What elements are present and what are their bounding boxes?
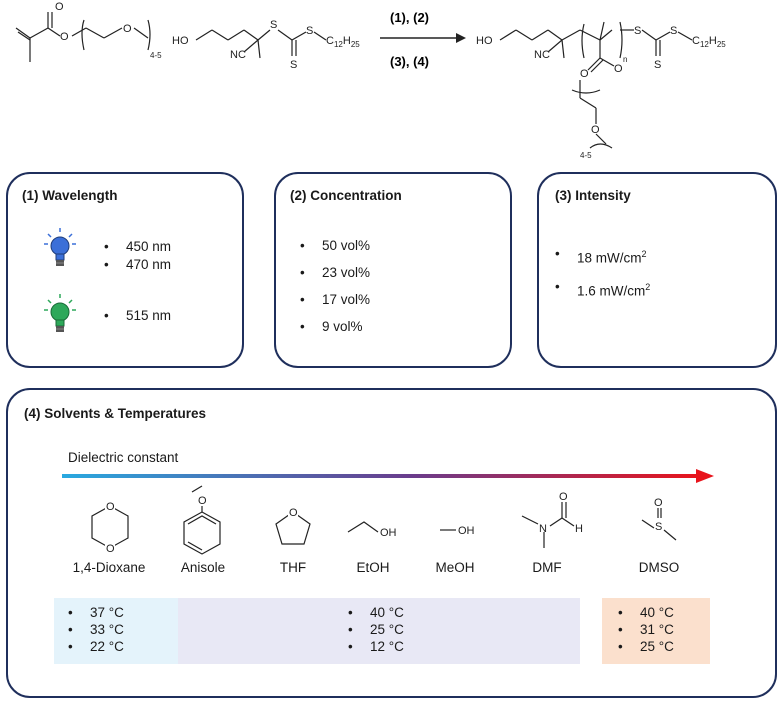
temp-item: 37 °C — [68, 604, 124, 621]
intensity-list: 18 mW/cm2 1.6 mW/cm2 — [555, 240, 650, 305]
thf-structure: O — [275, 506, 311, 545]
solvent-name-dioxane: 1,4-Dioxane — [72, 560, 146, 575]
conditions-top: (1), (2) — [390, 10, 429, 25]
green-bulb-icon — [44, 294, 76, 332]
temp-list-dmso: 40 °C 31 °C 25 °C — [618, 604, 674, 655]
temp-item: 25 °C — [618, 638, 674, 655]
concentration-title: (2) Concentration — [290, 188, 402, 203]
svg-text:O: O — [106, 501, 115, 513]
cta-chain: C12H25 — [326, 35, 360, 49]
temp-item: 22 °C — [68, 638, 124, 655]
solvents-title: (4) Solvents & Temperatures — [24, 406, 207, 421]
polymer-repeat: 4-5 — [580, 151, 592, 160]
dielectric-arrow — [62, 469, 714, 483]
solvent-name-ethanol: EtOH — [356, 560, 390, 575]
svg-text:S: S — [655, 521, 662, 533]
temp-item: 31 °C — [618, 621, 674, 638]
polymer-nc: NC — [534, 49, 550, 61]
polymer-o-ether: O — [591, 124, 600, 136]
temp-item: 40 °C — [348, 604, 404, 621]
concentration-box: (2) Concentration 50 vol% 23 vol% 17 vol… — [274, 172, 512, 368]
blue-bulb-icon — [44, 228, 76, 266]
intensity-title: (3) Intensity — [555, 188, 631, 203]
dmso-structure: O S — [641, 497, 677, 541]
concentration-list: 50 vol% 23 vol% 17 vol% 9 vol% — [300, 232, 370, 340]
blue-wavelength-list: 450 nm 470 nm — [104, 238, 171, 274]
cta-s3: S — [306, 25, 313, 37]
polymer-ho: HO — [476, 35, 493, 47]
green-wavelength-list: 515 nm — [104, 308, 171, 323]
svg-text:O: O — [106, 543, 115, 555]
concentration-item: 23 vol% — [300, 259, 370, 286]
intensity-item: 1.6 mW/cm2 — [555, 273, 650, 306]
temp-item: 33 °C — [68, 621, 124, 638]
solvent-name-dmf: DMF — [532, 560, 562, 575]
svg-text:O: O — [198, 495, 207, 507]
conditions-bottom: (3), (4) — [390, 54, 429, 69]
polymer-s3: S — [670, 25, 677, 37]
temp-item: 40 °C — [618, 604, 674, 621]
polymer-o-carbonyl: O — [580, 68, 589, 80]
polymer-chain: C12H25 — [692, 35, 726, 49]
svg-text:OH: OH — [380, 527, 397, 539]
svg-text:H: H — [575, 523, 583, 535]
polymer-n: n — [623, 55, 627, 64]
temp-item: 25 °C — [348, 621, 404, 638]
svg-text:O: O — [559, 491, 568, 503]
dielectric-label: Dielectric constant — [68, 450, 179, 465]
ethanol-structure: OH — [347, 521, 397, 539]
temp-list-dioxane: 37 °C 33 °C 22 °C — [68, 604, 124, 655]
wavelength-item: 515 nm — [104, 308, 171, 323]
intensity-item: 18 mW/cm2 — [555, 240, 650, 273]
wavelength-title: (1) Wavelength — [22, 188, 118, 203]
dioxane-structure: O O — [91, 500, 129, 555]
cta-ho: HO — [172, 35, 189, 47]
monomer-carbonyl-o: O — [55, 1, 64, 13]
anisole-structure: O — [183, 485, 221, 555]
monomer-ester-o: O — [60, 31, 69, 43]
concentration-item: 50 vol% — [300, 232, 370, 259]
polymer-s2: S — [654, 59, 661, 71]
intensity-box: (3) Intensity 18 mW/cm2 1.6 mW/cm2 — [537, 172, 777, 368]
svg-text:O: O — [289, 507, 298, 519]
cta-s2: S — [290, 59, 297, 71]
concentration-item: 9 vol% — [300, 313, 370, 340]
solvents-box: (4) Solvents & Temperatures Dielectric c… — [6, 388, 777, 698]
cta-nc: NC — [230, 49, 246, 61]
solvent-name-thf: THF — [279, 560, 307, 575]
wavelength-item: 450 nm — [104, 238, 171, 256]
polymer-o-ester: O — [614, 63, 623, 75]
temp-list-middle: 40 °C 25 °C 12 °C — [348, 604, 404, 655]
methanol-structure: OH — [440, 525, 475, 537]
svg-text:O: O — [654, 497, 663, 509]
svg-text:N: N — [539, 523, 547, 535]
temp-item: 12 °C — [348, 638, 404, 655]
solvent-name-methanol: MeOH — [435, 560, 475, 575]
cta-s1: S — [270, 19, 277, 31]
concentration-item: 17 vol% — [300, 286, 370, 313]
solvent-name-dmso: DMSO — [638, 560, 680, 575]
solvent-name-anisole: Anisole — [180, 560, 226, 575]
polymer-s1: S — [634, 25, 641, 37]
dmf-structure: N O H — [521, 491, 583, 548]
wavelength-box: (1) Wavelength 450 nm 470 nm 515 nm — [6, 172, 244, 368]
reaction-scheme: O O O 4-5 HO NC S S S C12H25 HO NC n S S… — [15, 1, 726, 160]
svg-text:OH: OH — [458, 525, 475, 537]
monomer-repeat: 4-5 — [150, 51, 162, 60]
wavelength-item: 470 nm — [104, 256, 171, 274]
monomer-ether-o: O — [123, 23, 132, 35]
